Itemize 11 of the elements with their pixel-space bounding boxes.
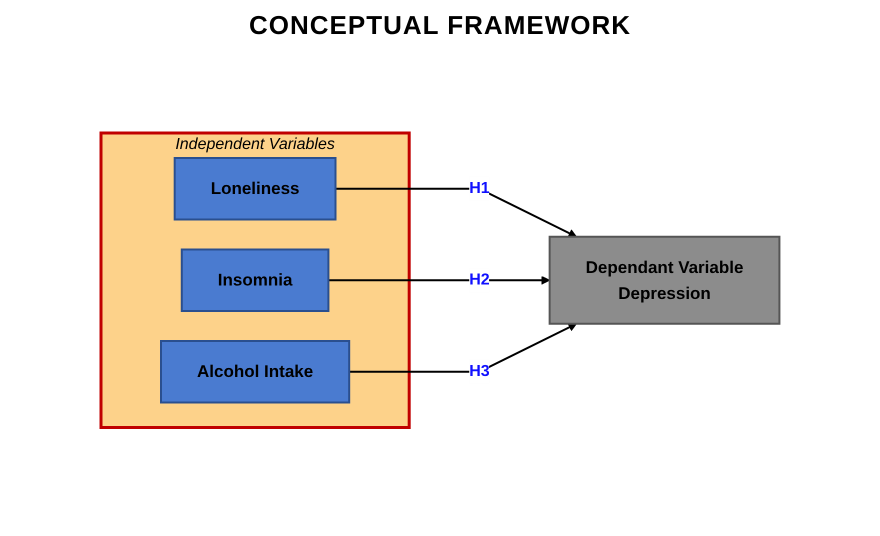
node-box: Loneliness xyxy=(173,156,336,220)
node-box: Alcohol Intake xyxy=(160,340,350,404)
arrow xyxy=(348,323,577,372)
node-box: Insomnia xyxy=(180,248,330,312)
node-box: Dependant Variable Depression xyxy=(548,236,780,324)
edge-label: H3 xyxy=(468,362,490,380)
edge-label: H1 xyxy=(468,180,490,196)
edge-label: H2 xyxy=(468,271,490,288)
arrow xyxy=(328,276,550,284)
arrow xyxy=(335,188,577,237)
diagram-title: CONCEPTUAL FRAMEWORK xyxy=(248,10,632,41)
